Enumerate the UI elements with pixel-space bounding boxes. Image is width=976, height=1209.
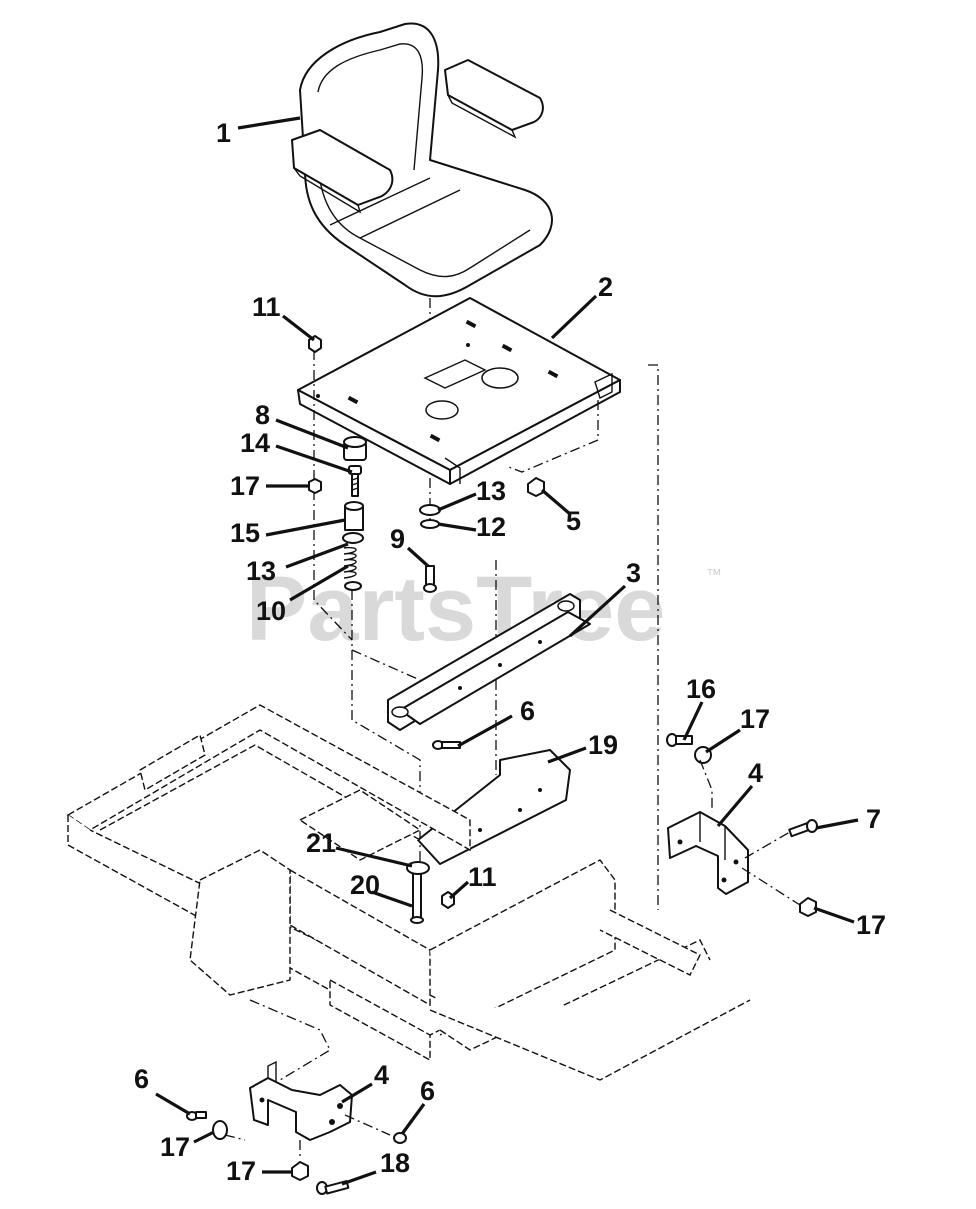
bolt-9 (423, 565, 437, 593)
callout-12: 12 (476, 512, 506, 542)
washer-21 (406, 861, 430, 875)
callout-5: 5 (566, 506, 581, 536)
mount-bracket-4-right (667, 811, 749, 895)
watermark-text: PartsTree (246, 558, 665, 660)
nut-17-bottom (291, 1161, 309, 1181)
callout-4-right: 4 (748, 758, 763, 788)
hidden-line-bracket-right (741, 831, 801, 906)
spring-10 (343, 546, 362, 591)
washer-13-left (342, 532, 364, 544)
seat-part (291, 22, 553, 298)
callout-20: 20 (350, 870, 380, 900)
support-bracket-3 (387, 593, 591, 731)
callout-17-far-right: 17 (856, 910, 886, 940)
callout-21: 21 (306, 828, 336, 858)
hidden-line-plate (505, 400, 599, 473)
callout-19: 19 (588, 730, 618, 760)
hidden-line-right (648, 364, 659, 910)
callout-2: 2 (598, 272, 613, 302)
bumper-8 (343, 436, 367, 461)
washer-13-center (419, 504, 441, 516)
callout-13-left: 13 (246, 556, 276, 586)
callout-18: 18 (380, 1148, 410, 1178)
bolt-16 (666, 733, 693, 747)
nut-5 (527, 477, 545, 497)
hidden-line-bracket-lower (224, 1114, 391, 1160)
callout-labels: 1 2 11 8 14 17 15 13 10 13 12 9 5 3 6 19… (134, 118, 886, 1186)
washer-12 (420, 519, 440, 529)
callout-17-lower: 17 (160, 1132, 190, 1162)
nut-17-far-right (799, 897, 817, 917)
callout-4-lower: 4 (374, 1060, 389, 1090)
watermark-trademark: ™ (706, 567, 722, 584)
bolt-7 (788, 819, 818, 838)
callout-17-bottom: 17 (226, 1156, 256, 1186)
callout-17-right: 17 (740, 704, 770, 734)
hidden-line-bolt-16 (699, 759, 713, 812)
bolt-6-lower-right (393, 1132, 407, 1144)
callout-8: 8 (255, 400, 270, 430)
mount-bracket-4-lower (249, 1060, 353, 1141)
spacer-15 (344, 501, 364, 531)
callout-7: 7 (866, 804, 881, 834)
callout-16: 16 (686, 674, 716, 704)
callout-11-top: 11 (252, 292, 281, 322)
callout-11-lower: 11 (468, 862, 497, 892)
callout-6-lower-left: 6 (134, 1064, 149, 1094)
callout-15: 15 (230, 518, 260, 548)
washer-17-lower (212, 1120, 228, 1140)
callout-14: 14 (240, 428, 270, 458)
hidden-line-lower-mount (249, 999, 331, 1081)
seat-plate-part (297, 297, 621, 485)
bolt-6-upper (432, 740, 461, 750)
callout-9: 9 (390, 524, 405, 554)
nut-17-left (308, 478, 322, 494)
callout-1: 1 (216, 118, 231, 148)
mower-frame (66, 704, 751, 1081)
callout-6-upper: 6 (520, 696, 535, 726)
pin-20 (410, 869, 424, 924)
callout-3: 3 (626, 558, 641, 588)
callout-6-lower-right: 6 (420, 1076, 435, 1106)
callout-13-center: 13 (476, 476, 506, 506)
callout-17-left: 17 (230, 471, 260, 501)
leader-lines (155, 116, 859, 1186)
callout-10: 10 (256, 596, 286, 626)
